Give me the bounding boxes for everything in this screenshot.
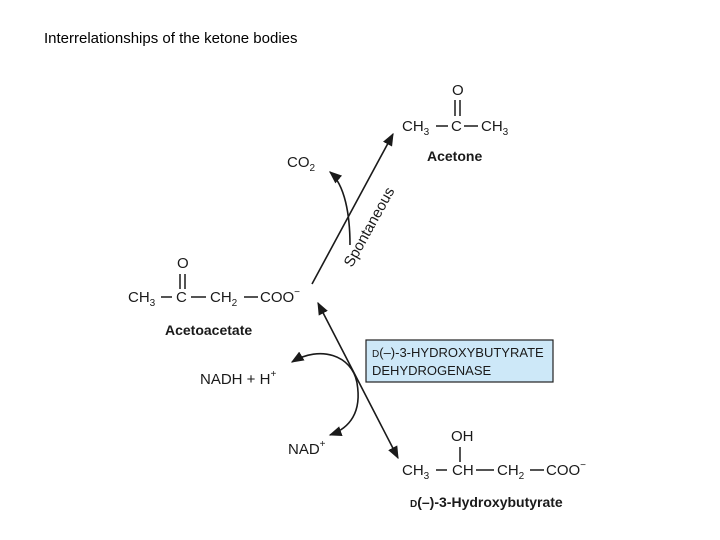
hydroxybutyrate-name: D(–)-3-Hydroxybutyrate bbox=[410, 494, 563, 510]
enzyme-name-line2: DEHYDROGENASE bbox=[372, 363, 492, 378]
acetoacetate-ch3: CH3 bbox=[128, 289, 156, 309]
acetone-carbon: C bbox=[451, 118, 462, 135]
acetone-carbonyl-o: O bbox=[452, 82, 464, 99]
hydroxybutyrate-ch3: CH3 bbox=[402, 462, 430, 482]
nadh-label: NADH + H+ bbox=[200, 369, 276, 388]
acetoacetate-coo: COO− bbox=[260, 287, 300, 306]
acetone-left-ch3: CH3 bbox=[402, 118, 430, 138]
spontaneous-arrow bbox=[311, 132, 394, 285]
acetoacetate-carbonyl-o: O bbox=[177, 255, 189, 272]
nad-arrow bbox=[328, 382, 359, 437]
acetoacetate-structure: O CH3 C CH2 COO− Acetoacetate bbox=[128, 255, 300, 338]
acetoacetate-name: Acetoacetate bbox=[165, 322, 252, 338]
hydroxybutyrate-coo: COO− bbox=[546, 460, 586, 479]
hydroxybutyrate-ch: CH bbox=[452, 462, 474, 479]
slide-title: Interrelationships of the ketone bodies bbox=[44, 30, 298, 47]
enzyme-box: D(–)-3-HYDROXYBUTYRATE DEHYDROGENASE bbox=[365, 339, 554, 383]
acetone-name: Acetone bbox=[427, 148, 482, 164]
acetoacetate-ch2: CH2 bbox=[210, 289, 238, 309]
acetone-right-ch3: CH3 bbox=[481, 118, 509, 138]
reversible-arrow bbox=[317, 301, 399, 460]
hydroxybutyrate-oh: OH bbox=[451, 428, 474, 445]
acetoacetate-carbon: C bbox=[176, 289, 187, 306]
enzyme-name-line1: D(–)-3-HYDROXYBUTYRATE bbox=[372, 345, 544, 360]
co2-release-arrow bbox=[329, 171, 351, 246]
hydroxybutyrate-structure: OH CH3 CH CH2 COO− D(–)-3-Hydroxybutyrat… bbox=[402, 428, 586, 510]
acetone-structure: O CH3 C CH3 Acetone bbox=[402, 82, 509, 164]
nad-label: NAD+ bbox=[288, 439, 326, 458]
hydroxybutyrate-ch2: CH2 bbox=[497, 462, 525, 482]
nadh-arrow bbox=[290, 351, 358, 384]
co2-label: CO2 bbox=[287, 154, 316, 174]
